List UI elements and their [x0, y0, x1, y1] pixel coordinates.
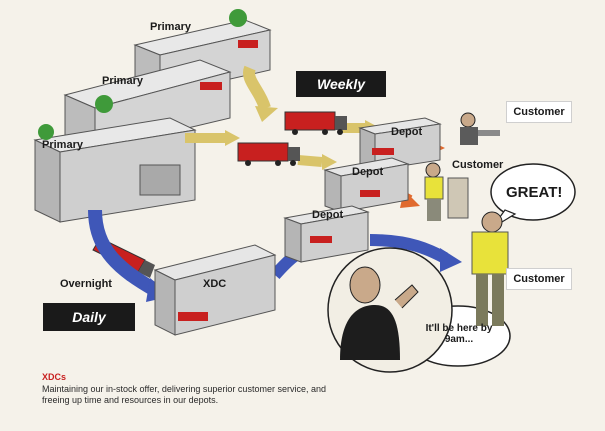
primary-label-top: Primary: [150, 21, 191, 33]
overnight-label: Overnight: [60, 278, 112, 290]
customer-label-middle: Customer: [452, 159, 504, 171]
speech-text: It'll be here by 9am...: [425, 323, 493, 345]
caption-body: Maintaining our in-stock offer, deliveri…: [42, 383, 326, 406]
weekly-pill: Weekly: [296, 71, 386, 97]
depot-label-middle: Depot: [352, 166, 384, 178]
primary-label-front: Primary: [42, 139, 83, 151]
truck-weekly: [284, 111, 347, 135]
depot-label-top: Depot: [391, 126, 423, 138]
daily-pill: Daily: [43, 303, 135, 331]
tree-icon: [229, 9, 247, 27]
customer-standing-figure: [471, 211, 509, 326]
xdc-label: XDC: [203, 278, 227, 290]
tree-icon: [95, 95, 113, 113]
primary-label-middle: Primary: [102, 75, 143, 87]
xdc-building: [153, 244, 277, 336]
customer-delivery-figure: [424, 162, 469, 221]
caption: XDCs Maintaining our in-stock offer, del…: [42, 372, 342, 407]
primary-warehouse-front: [33, 117, 197, 223]
caption-title: XDCs: [42, 372, 67, 382]
great-text: GREAT!: [506, 184, 563, 201]
weekly-arrow-yellow: [243, 65, 271, 110]
depot-building-middle: [323, 157, 410, 213]
tree-icon: [38, 124, 54, 140]
depot-building-bottom: [283, 205, 370, 263]
overnight-arrow: [88, 209, 159, 297]
depot-label-bottom: Depot: [312, 209, 344, 221]
truck-primary: [237, 142, 300, 166]
great-speech-bubble: [490, 163, 576, 221]
customer-box-top: Customer: [506, 101, 572, 123]
man-on-phone-figure: [340, 266, 419, 360]
customer-box-bottom: Customer: [506, 268, 572, 290]
customer-seated-figure: [460, 112, 500, 145]
